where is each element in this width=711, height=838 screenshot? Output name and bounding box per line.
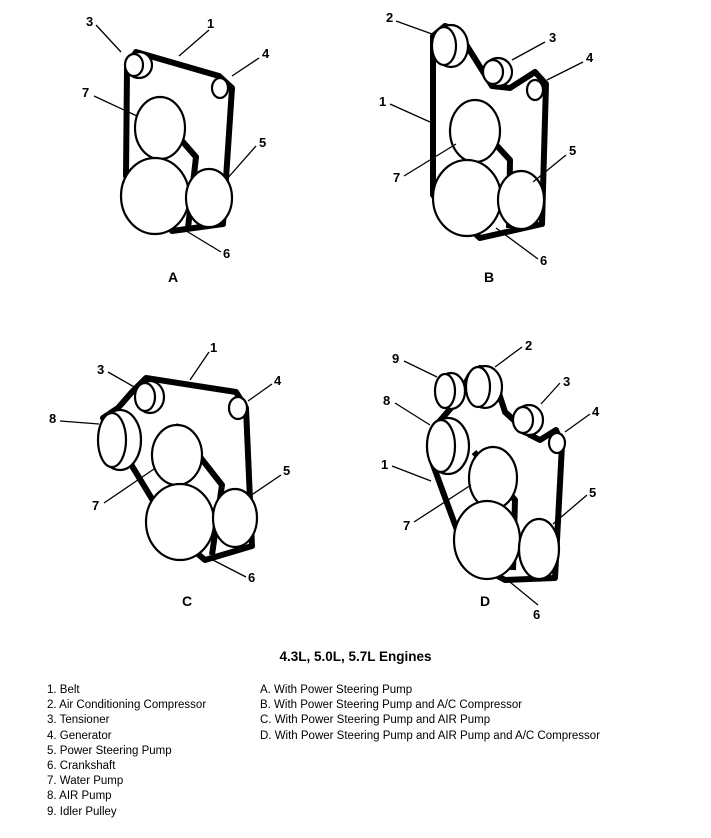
callout-label: 6 [248, 570, 255, 585]
callout-label: 7 [403, 518, 410, 533]
diagram-caption: A [168, 269, 178, 285]
callout-label: 5 [569, 143, 576, 158]
callout-label: 8 [49, 411, 56, 426]
legend-item: C. With Power Steering Pump and AIR Pump [260, 714, 491, 727]
power-steering-pump-pulley [517, 517, 561, 581]
callout-label: 4 [586, 50, 594, 65]
air-pump-pulley [425, 416, 471, 476]
callout-label: 2 [386, 10, 393, 25]
legend-item: 6. Crankshaft [47, 760, 116, 773]
callout-label: 4 [262, 46, 270, 61]
callout-label: 9 [392, 351, 399, 366]
callout-label: 1 [379, 94, 386, 109]
callout-label: 4 [274, 373, 282, 388]
legend-item: 7. Water Pump [47, 775, 124, 788]
callout-label: 6 [223, 246, 230, 261]
tensioner-pulley [511, 403, 545, 437]
diagram-c: 1 3 4 8 5 7 6 C [49, 340, 290, 609]
callout-label: 3 [86, 14, 93, 29]
generator-pulley [227, 395, 249, 421]
idler-pulley [433, 371, 467, 411]
callout-label: 5 [259, 135, 266, 150]
callout-label: 7 [92, 498, 99, 513]
legend-item: 4. Generator [47, 729, 112, 742]
water-pump-pulley [150, 423, 204, 487]
air-pump-pulley [96, 408, 143, 472]
callout-label: 4 [592, 404, 600, 419]
callout-label: 7 [82, 85, 89, 100]
legend-item: 9. Idler Pulley [47, 805, 117, 818]
callout-label: 3 [97, 362, 104, 377]
diagram-a: 3 1 4 7 5 6 A [82, 14, 270, 285]
crankshaft-pulley [144, 482, 216, 562]
power-steering-pump-pulley [184, 167, 234, 229]
callout-label: 1 [210, 340, 217, 355]
legend-item: 5. Power Steering Pump [47, 744, 172, 757]
callout-label: 2 [525, 338, 532, 353]
callout-label: 3 [563, 374, 570, 389]
crankshaft-pulley [452, 499, 522, 581]
callout-label: 5 [589, 485, 596, 500]
water-pump-pulley [133, 95, 187, 161]
legend-item: 2. Air Conditioning Compressor [47, 699, 207, 712]
legend-item: D. With Power Steering Pump and AIR Pump… [260, 729, 601, 742]
crankshaft-pulley [431, 158, 503, 238]
callout-label: 1 [207, 16, 214, 31]
callout-label: 5 [283, 463, 290, 478]
legend-item: 3. Tensioner [47, 714, 110, 727]
generator-pulley [547, 431, 567, 455]
legend-item: B. With Power Steering Pump and A/C Comp… [260, 699, 523, 712]
diagram-caption: C [182, 593, 192, 609]
power-steering-pump-pulley [211, 487, 259, 549]
callout-label: 7 [393, 170, 400, 185]
component-legend: 1. Belt 2. Air Conditioning Compressor 3… [47, 683, 206, 820]
variant-legend: A. With Power Steering Pump B. With Powe… [260, 683, 600, 744]
generator-pulley [525, 78, 545, 102]
diagram-caption: B [484, 269, 494, 285]
power-steering-pump-pulley [496, 169, 546, 231]
water-pump-pulley [448, 98, 502, 164]
ac-compressor-pulley [430, 23, 470, 69]
diagram-b: 2 3 4 1 7 5 6 B [379, 10, 594, 285]
callout-label: 3 [549, 30, 556, 45]
water-pump-pulley [467, 445, 519, 511]
callout-label: 6 [533, 607, 540, 622]
diagram-d: 9 2 8 3 4 1 5 7 6 D [381, 338, 600, 622]
tensioner-pulley [123, 50, 154, 80]
callout-label: 6 [540, 253, 547, 268]
tensioner-pulley [481, 56, 514, 88]
generator-pulley [210, 76, 230, 100]
callout-label: 8 [383, 393, 390, 408]
crankshaft-pulley [119, 156, 191, 236]
tensioner-pulley [133, 379, 166, 415]
diagram-caption: D [480, 593, 490, 609]
ac-compressor-pulley [464, 364, 504, 410]
figure-title: 4.3L, 5.0L, 5.7L Engines [279, 649, 432, 664]
belt-routing-diagrams: 3 1 4 7 5 6 A [49, 10, 600, 622]
legend-item: A. With Power Steering Pump [260, 684, 413, 696]
legend-item: 1. Belt [47, 684, 80, 696]
legend-item: 8. AIR Pump [47, 790, 112, 803]
callout-label: 1 [381, 457, 388, 472]
